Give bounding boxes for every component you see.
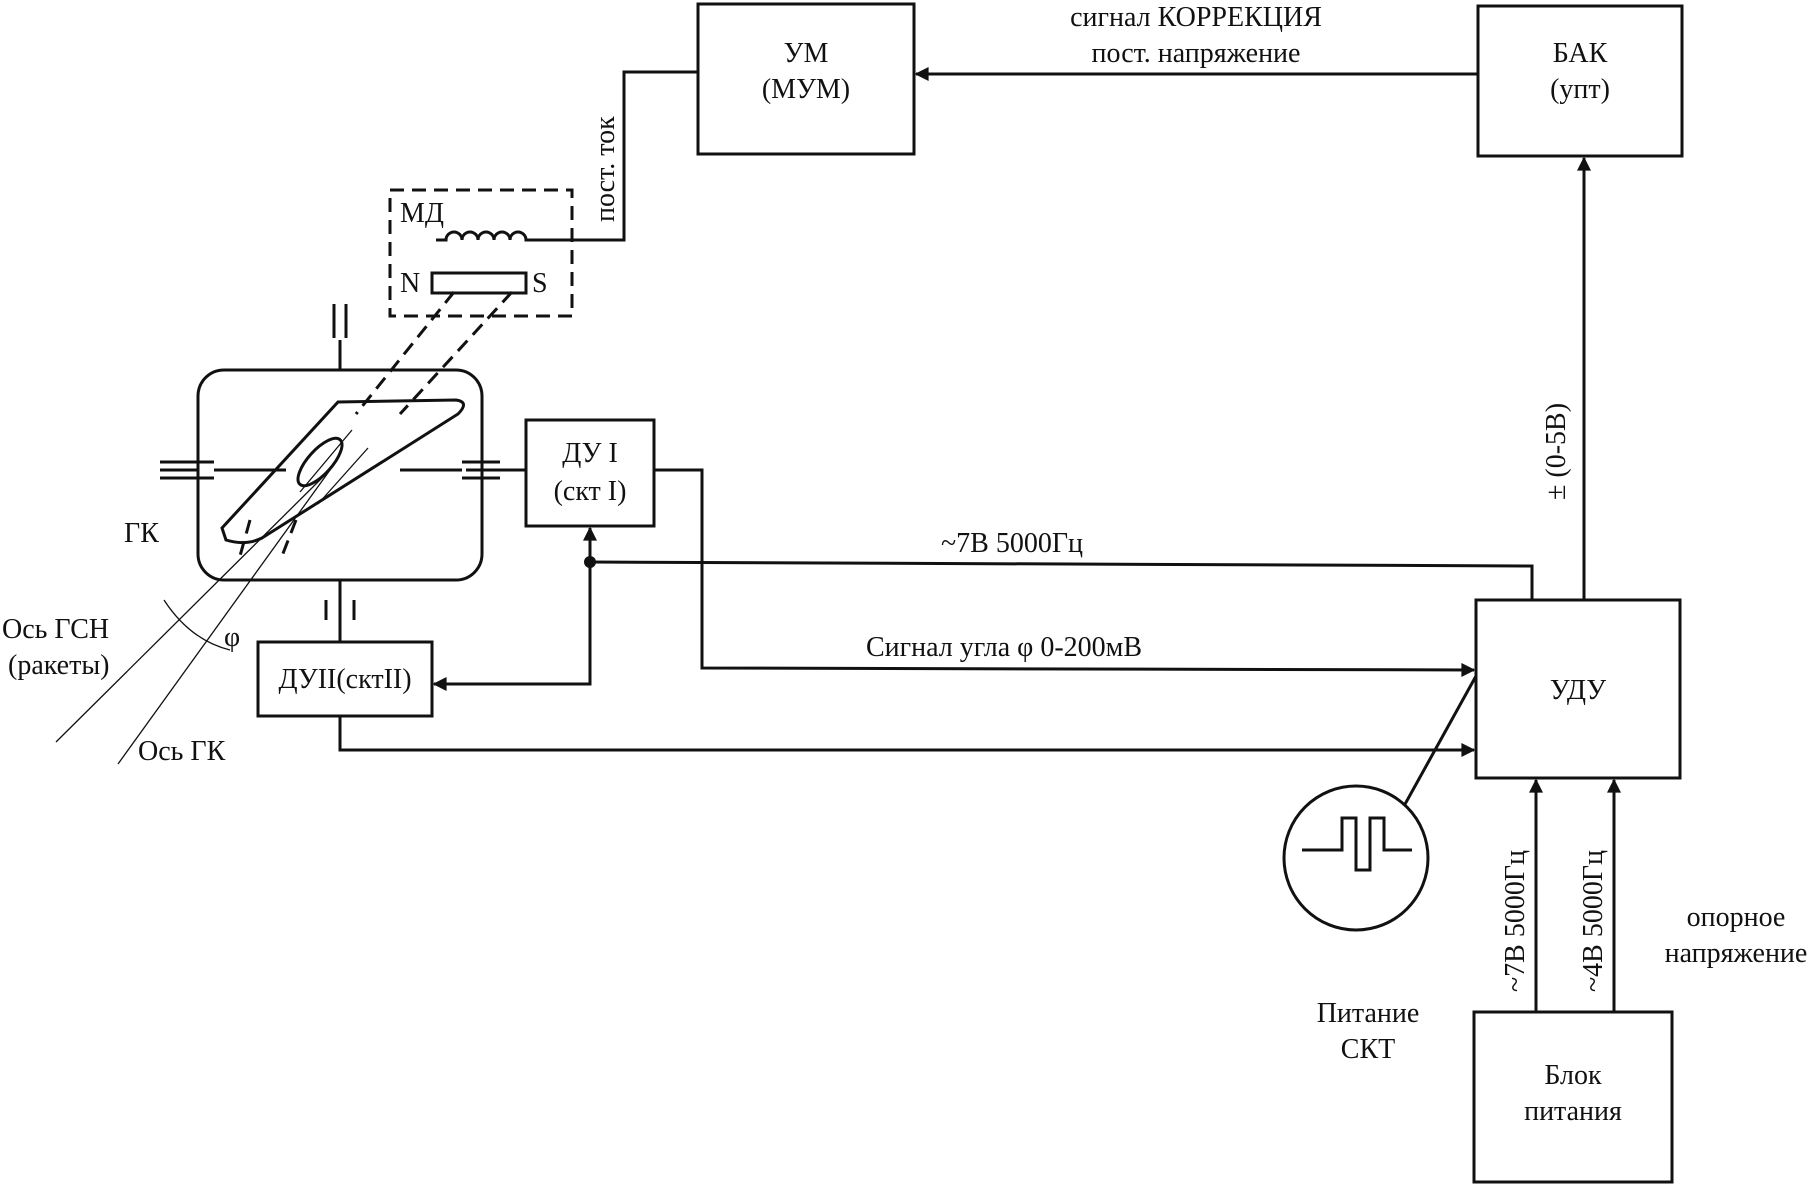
block-um: УМ (МУМ)	[696, 2, 916, 156]
block-power-subtitle: питания	[1524, 1096, 1622, 1127]
block-bak-title: БАК	[1553, 38, 1608, 69]
phi-arc	[163, 599, 231, 651]
block-du2-title: ДУII(сктII)	[278, 664, 411, 695]
bak-voltage-label: ± (0-5В)	[1541, 403, 1572, 500]
block-md: МД N S	[388, 188, 574, 318]
wire-excitation	[589, 560, 1534, 600]
wire-pulse-udu	[1402, 675, 1478, 807]
supply-7v-label: ~7В 5000Гц	[1500, 850, 1531, 992]
block-udu: УДУ	[1474, 598, 1682, 780]
axis-gk-line	[117, 469, 331, 765]
md-label: МД	[400, 198, 444, 229]
ref-voltage-label-2: напряжение	[1665, 938, 1808, 969]
angle-signal-label: Сигнал угла φ 0-200мВ	[866, 632, 1142, 663]
md-pole-s: S	[532, 268, 548, 299]
dc-current-label: пост. ток	[590, 116, 621, 222]
md-coil	[436, 230, 538, 242]
pulse-generator	[1282, 675, 1478, 932]
block-bak-subtitle: (упт)	[1550, 74, 1610, 105]
junction-dot	[584, 556, 596, 568]
skt-power-label-1: Питание	[1317, 998, 1420, 1029]
axis-gsn-label-2: (ракеты)	[8, 650, 109, 681]
gyro-rotor	[296, 436, 344, 488]
ref-voltage-label-1: опорное	[1687, 902, 1786, 933]
block-power-title: Блок	[1544, 1060, 1602, 1091]
block-um-subtitle: (МУМ)	[762, 74, 850, 105]
supply-4v-label: ~4В 5000Гц	[1578, 850, 1609, 992]
block-bak: БАК (упт)	[1476, 4, 1684, 158]
block-du1-title: ДУ I	[562, 438, 618, 469]
block-um-title: УМ	[784, 38, 829, 69]
block-power: Блок питания	[1472, 1010, 1674, 1184]
pulse-waveform-icon	[1302, 816, 1412, 872]
gyro-assembly	[55, 290, 526, 765]
wire-md-um	[538, 70, 698, 242]
block-udu-title: УДУ	[1550, 675, 1606, 706]
md-pole-n: N	[400, 268, 420, 299]
block-du1: ДУ I (скт I)	[524, 418, 656, 528]
gk-label: ГК	[124, 518, 159, 549]
skt-power-label-2: СКТ	[1341, 1034, 1395, 1065]
correction-label-2: пост. напряжение	[1092, 38, 1301, 69]
arrow-du2-to-udu	[338, 716, 1476, 757]
pulse-generator-circle	[1282, 784, 1430, 932]
arrow-angle-signal	[654, 468, 1476, 677]
excitation-label: ~7В 5000Гц	[941, 528, 1083, 559]
axis-gsn-label-1: Ось ГСН	[2, 614, 109, 645]
axis-gk-label: Ось ГК	[138, 736, 226, 767]
axis-gsn-line	[55, 469, 331, 743]
block-du2: ДУII(сктII)	[256, 640, 434, 718]
arrow-excitation-du2	[432, 562, 592, 691]
md-magnet	[430, 271, 528, 295]
correction-label-1: сигнал КОРРЕКЦИЯ	[1070, 2, 1322, 33]
phi-label: φ	[224, 622, 240, 653]
block-du1-subtitle: (скт I)	[554, 476, 627, 507]
